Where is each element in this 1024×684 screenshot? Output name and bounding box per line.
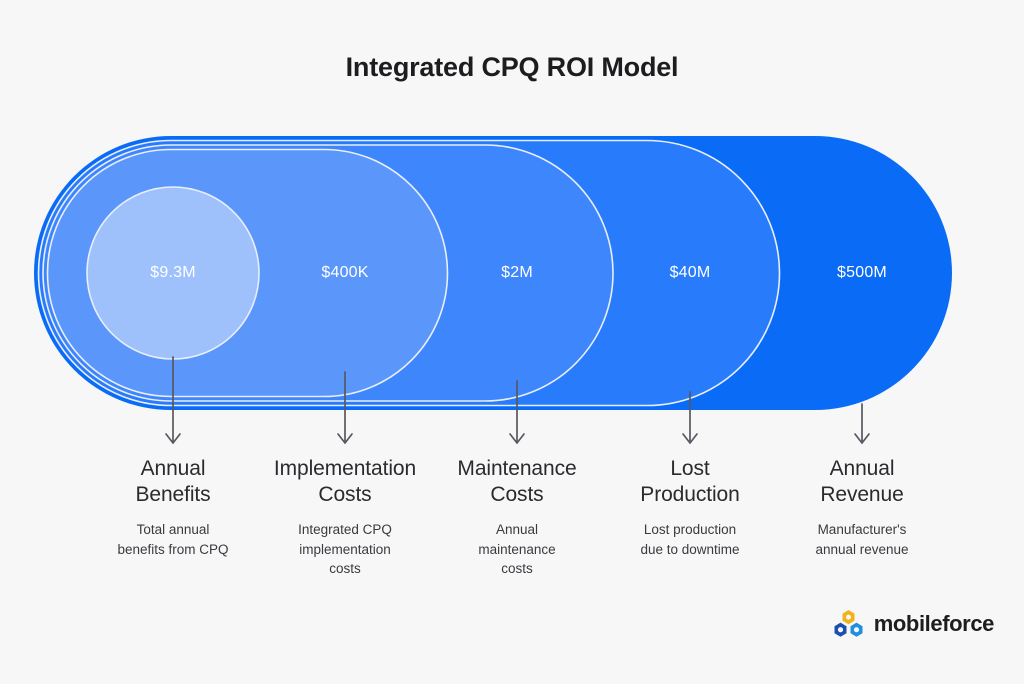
- brand-name: mobileforce: [873, 611, 995, 636]
- connector-arrow-maintenance-costs: [509, 380, 525, 444]
- legend-item-maintenance-costs[interactable]: Maintenance Costs Annual maintenance cos…: [428, 456, 606, 579]
- brand-lockup[interactable]: mobileforce: [831, 609, 994, 639]
- ring-group-implementation-costs[interactable]: [46, 148, 449, 398]
- legend-desc-lost-production: Lost production due to downtime: [640, 522, 740, 557]
- legend-item-lost-production[interactable]: Lost Production Lost production due to d…: [601, 456, 779, 559]
- connector-arrow-implementation-costs: [337, 371, 353, 444]
- legend-desc-maintenance-costs: Annual maintenance costs: [478, 522, 556, 577]
- legend-title-annual-benefits: Annual Benefits: [135, 457, 211, 506]
- ring-value-implementation-costs: $400K: [321, 264, 369, 281]
- legend-title-lost-production: Lost Production: [640, 457, 740, 506]
- legend-item-implementation-costs[interactable]: Implementation Costs Integrated CPQ impl…: [256, 456, 434, 579]
- connector-arrow-annual-revenue: [854, 403, 870, 444]
- legend-item-annual-revenue[interactable]: Annual Revenue Manufacturer's annual rev…: [773, 456, 951, 559]
- ring-value-lost-production: $40M: [669, 264, 711, 281]
- legend-title-maintenance-costs: Maintenance Costs: [457, 457, 577, 506]
- ring-value-maintenance-costs: $2M: [501, 264, 533, 281]
- connector-arrow-lost-production: [682, 391, 698, 444]
- legend-title-annual-revenue: Annual Revenue: [820, 457, 904, 506]
- legend-desc-annual-benefits: Total annual benefits from CPQ: [117, 522, 229, 557]
- connector-arrow-annual-benefits: [165, 356, 181, 444]
- ring-value-annual-revenue: $500M: [837, 264, 887, 281]
- ring-value-annual-benefits: $9.3M: [150, 264, 196, 281]
- page-title: Integrated CPQ ROI Model: [345, 52, 679, 82]
- legend-desc-implementation-costs: Integrated CPQ implementation costs: [298, 522, 392, 577]
- legend-title-implementation-costs: Implementation Costs: [273, 457, 417, 506]
- legend-desc-annual-revenue: Manufacturer's annual revenue: [815, 522, 909, 557]
- ring-shape-implementation-costs[interactable]: [46, 148, 449, 398]
- mobileforce-hexagon-logo-icon: [834, 610, 863, 637]
- legend-item-annual-benefits[interactable]: Annual Benefits Total annual benefits fr…: [84, 456, 262, 559]
